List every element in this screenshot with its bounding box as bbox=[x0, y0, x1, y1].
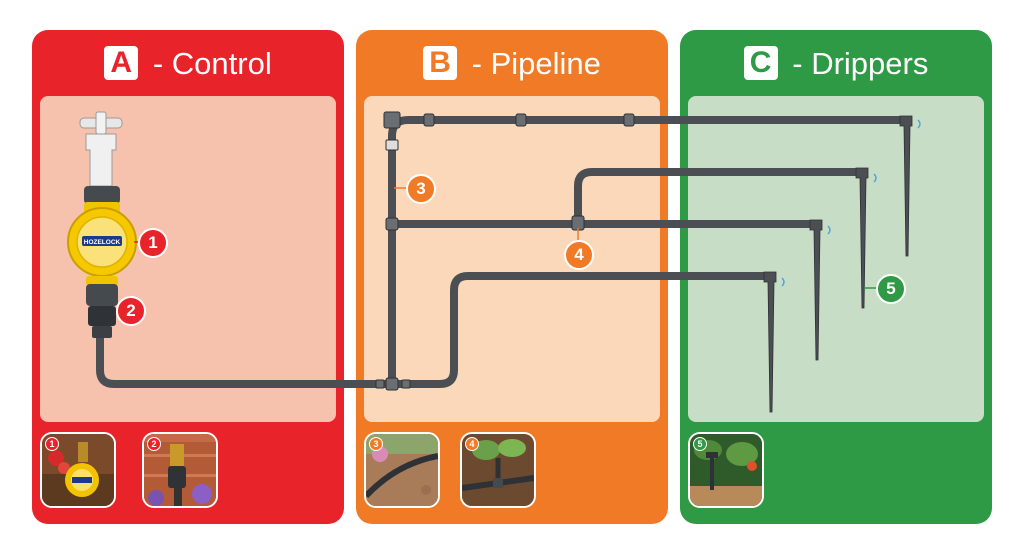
drippers-letter-badge: C bbox=[743, 46, 778, 80]
drippers-title-text: - Drippers bbox=[783, 46, 929, 81]
thumbnail-4: 4 bbox=[460, 432, 536, 508]
dripper-stake bbox=[809, 219, 831, 361]
callout-4: 4 bbox=[564, 240, 594, 270]
callout-3: 3 bbox=[406, 174, 436, 204]
tee-connector bbox=[571, 215, 585, 231]
wall-clip bbox=[385, 139, 399, 151]
control-panel-title: A - Control bbox=[32, 44, 344, 84]
dripper-stake bbox=[763, 271, 785, 413]
pressure-reducer-photo-icon bbox=[144, 434, 216, 506]
pipeline-panel-title: B - Pipeline bbox=[356, 44, 668, 84]
thumbnail-5-badge: 5 bbox=[693, 437, 707, 451]
connectors bbox=[375, 111, 635, 391]
thumbnail-3-badge: 3 bbox=[369, 437, 383, 451]
thumbnail-5: 5 bbox=[688, 432, 764, 508]
thumbnail-4-badge: 4 bbox=[465, 437, 479, 451]
clip-connector bbox=[623, 113, 635, 127]
thumbnail-1-badge: 1 bbox=[45, 437, 59, 451]
clip-connector bbox=[423, 113, 435, 127]
control-letter-badge: A bbox=[104, 46, 139, 80]
thumbnail-1: 1 bbox=[40, 432, 116, 508]
tap-assembly-icon: HOZELOCK bbox=[67, 111, 137, 338]
clip-connector bbox=[515, 113, 527, 127]
water-timer-icon: HOZELOCK bbox=[67, 207, 137, 277]
timer-brand-label: HOZELOCK bbox=[84, 239, 121, 246]
pipeline-title-text: - Pipeline bbox=[463, 46, 601, 81]
tee-connector bbox=[385, 377, 399, 391]
pipeline-letter-badge: B bbox=[423, 46, 458, 80]
elbow-connector bbox=[383, 111, 401, 129]
control-title-text: - Control bbox=[144, 46, 272, 81]
drippers-panel-title: C - Drippers bbox=[680, 44, 992, 84]
callout-1: 1 bbox=[138, 228, 168, 258]
main-supply-pipe bbox=[96, 272, 774, 388]
drippers bbox=[763, 115, 921, 413]
drippers-panel-area bbox=[688, 96, 984, 422]
upper-branch-pipe bbox=[574, 168, 866, 228]
joint-connector bbox=[401, 379, 411, 389]
dripper-stake bbox=[899, 115, 921, 257]
riser-pipe bbox=[388, 116, 910, 388]
callout-5: 5 bbox=[876, 274, 906, 304]
callout-2: 2 bbox=[116, 296, 146, 326]
thumbnail-2: 2 bbox=[142, 432, 218, 508]
pipeline-panel-area bbox=[364, 96, 660, 422]
pipe-network bbox=[96, 116, 910, 388]
tap-timer-photo-icon bbox=[42, 434, 114, 506]
drippers-panel: C - Drippers bbox=[680, 30, 992, 524]
tee-connector bbox=[385, 217, 399, 231]
dripper-stake bbox=[855, 167, 877, 309]
joint-connector bbox=[375, 379, 385, 389]
thumbnail-2-badge: 2 bbox=[147, 437, 161, 451]
thumbnail-3: 3 bbox=[364, 432, 440, 508]
